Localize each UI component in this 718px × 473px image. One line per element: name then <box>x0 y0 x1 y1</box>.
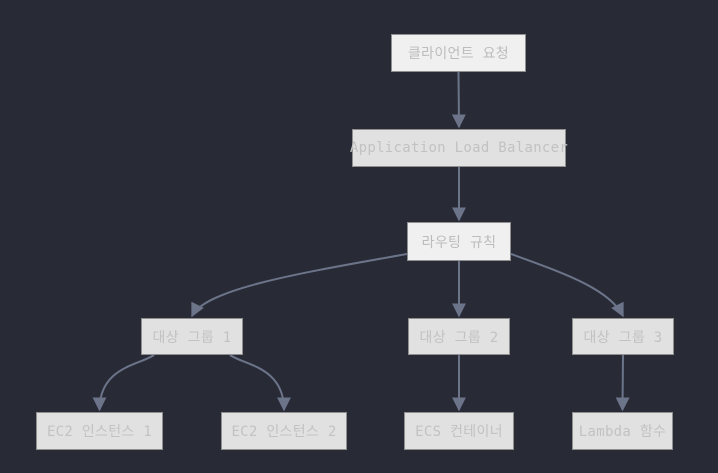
node-target-group-1: 대상 그룹 1 <box>141 318 243 355</box>
node-label: Lambda 함수 <box>578 424 667 440</box>
node-label: 대상 그룹 3 <box>583 329 663 346</box>
edge-target_group_1-to-ec2_instance_2 <box>229 354 291 412</box>
node-label: Application Load Balancer <box>349 140 569 156</box>
node-ec2-instance-1: EC2 인스턴스 1 <box>36 412 163 450</box>
node-client-request: 클라이언트 요청 <box>391 34 526 72</box>
edge-client_request-to-alb <box>451 71 466 129</box>
node-label: 라우팅 규칙 <box>421 234 497 251</box>
node-target-group-3: 대상 그룹 3 <box>572 318 674 355</box>
edge-routing_rules-to-target_group_3 <box>510 253 624 318</box>
node-ecs-container: ECS 컨테이너 <box>404 412 514 450</box>
node-label: 대상 그룹 1 <box>152 329 232 346</box>
node-routing-rules: 라우팅 규칙 <box>407 222 511 261</box>
node-label: ECS 컨테이너 <box>415 424 503 440</box>
node-label: 클라이언트 요청 <box>408 46 509 62</box>
node-lambda-function: Lambda 함수 <box>572 412 673 450</box>
node-label: EC2 인스턴스 2 <box>231 424 337 440</box>
node-label: EC2 인스턴스 1 <box>46 424 153 440</box>
node-label: 대상 그룹 2 <box>419 329 499 346</box>
edge-routing_rules-to-target_group_1 <box>191 252 408 318</box>
edge-target_group_1-to-ec2_instance_1 <box>92 354 155 412</box>
node-application-load-balancer: Application Load Balancer <box>349 129 569 167</box>
edge-target_group_3-to-lambda_function <box>615 354 630 412</box>
node-ec2-instance-2: EC2 인스턴스 2 <box>221 412 347 450</box>
node-target-group-2: 대상 그룹 2 <box>408 318 510 355</box>
